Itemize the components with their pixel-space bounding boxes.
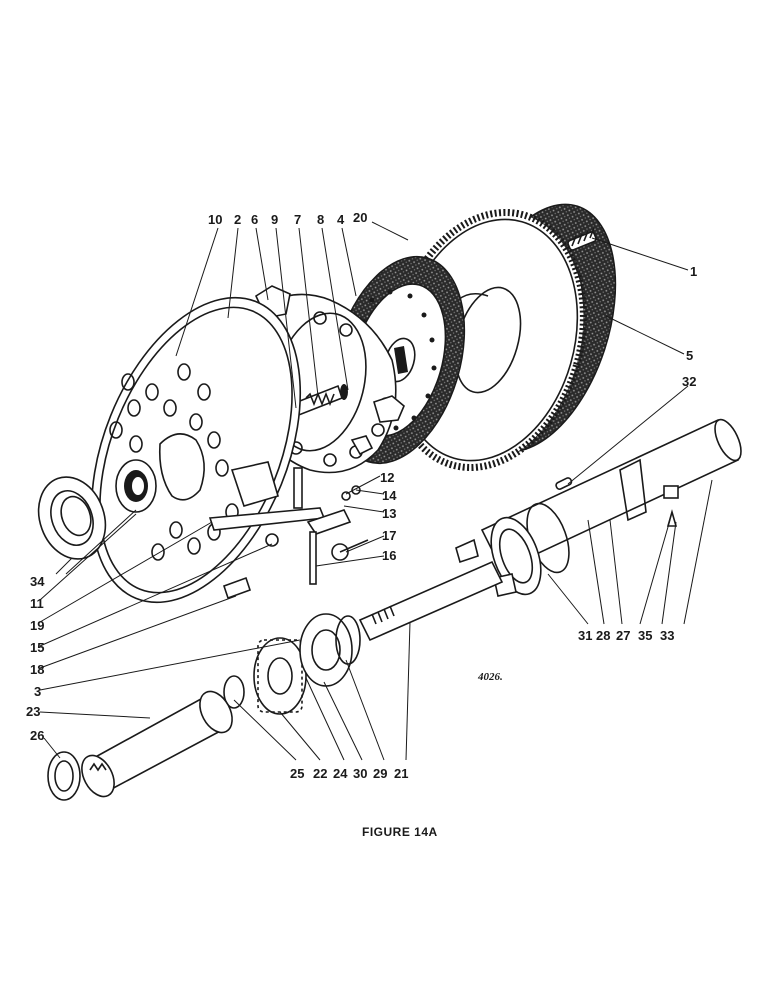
label-8: 8 [317, 212, 324, 227]
label-24: 24 [333, 766, 348, 781]
label-5: 5 [686, 348, 693, 363]
label-17: 17 [382, 528, 396, 543]
label-34: 34 [30, 574, 45, 589]
label-3: 3 [34, 684, 41, 699]
label-10: 10 [208, 212, 222, 227]
label-28: 28 [596, 628, 610, 643]
washer [47, 751, 81, 801]
release-bearing [115, 459, 157, 513]
label-31: 31 [578, 628, 592, 643]
label-21: 21 [394, 766, 408, 781]
label-13: 13 [382, 506, 396, 521]
label-16: 16 [382, 548, 396, 563]
label-12: 12 [380, 470, 394, 485]
label-35: 35 [638, 628, 652, 643]
figure-caption: FIGURE 14A [362, 825, 438, 839]
label-1: 1 [690, 264, 697, 279]
label-32: 32 [682, 374, 696, 389]
label-11: 11 [30, 596, 44, 611]
part-labels: 10 2 6 9 7 8 4 20 1 5 32 12 14 13 17 16 … [26, 210, 697, 781]
label-25: 25 [290, 766, 304, 781]
small-ring [223, 675, 245, 709]
flywheel-holes [109, 363, 239, 561]
shaft-key [555, 477, 573, 490]
label-30: 30 [353, 766, 367, 781]
leader-lines [39, 221, 713, 761]
stud [567, 227, 597, 251]
drawing-reference-number: 4026. [477, 671, 503, 683]
label-7: 7 [294, 212, 301, 227]
seal-ring [37, 476, 107, 560]
label-33: 33 [660, 628, 674, 643]
label-27: 27 [616, 628, 630, 643]
sleeve [81, 690, 233, 798]
label-14: 14 [382, 488, 397, 503]
shaft-bearing-rings [455, 502, 570, 597]
label-26: 26 [30, 728, 44, 743]
gear-hub-set [253, 613, 361, 715]
inner-shaft [358, 560, 504, 642]
label-4: 4 [337, 212, 345, 227]
label-22: 22 [313, 766, 327, 781]
label-2: 2 [234, 212, 241, 227]
label-23: 23 [26, 704, 40, 719]
label-20: 20 [353, 210, 367, 225]
label-9: 9 [271, 212, 278, 227]
release-fork-linkage [208, 467, 369, 600]
drive-shaft-tube [480, 418, 742, 572]
label-19: 19 [30, 618, 44, 633]
label-29: 29 [373, 766, 387, 781]
label-18: 18 [30, 662, 44, 677]
label-15: 15 [30, 640, 44, 655]
label-6: 6 [251, 212, 258, 227]
